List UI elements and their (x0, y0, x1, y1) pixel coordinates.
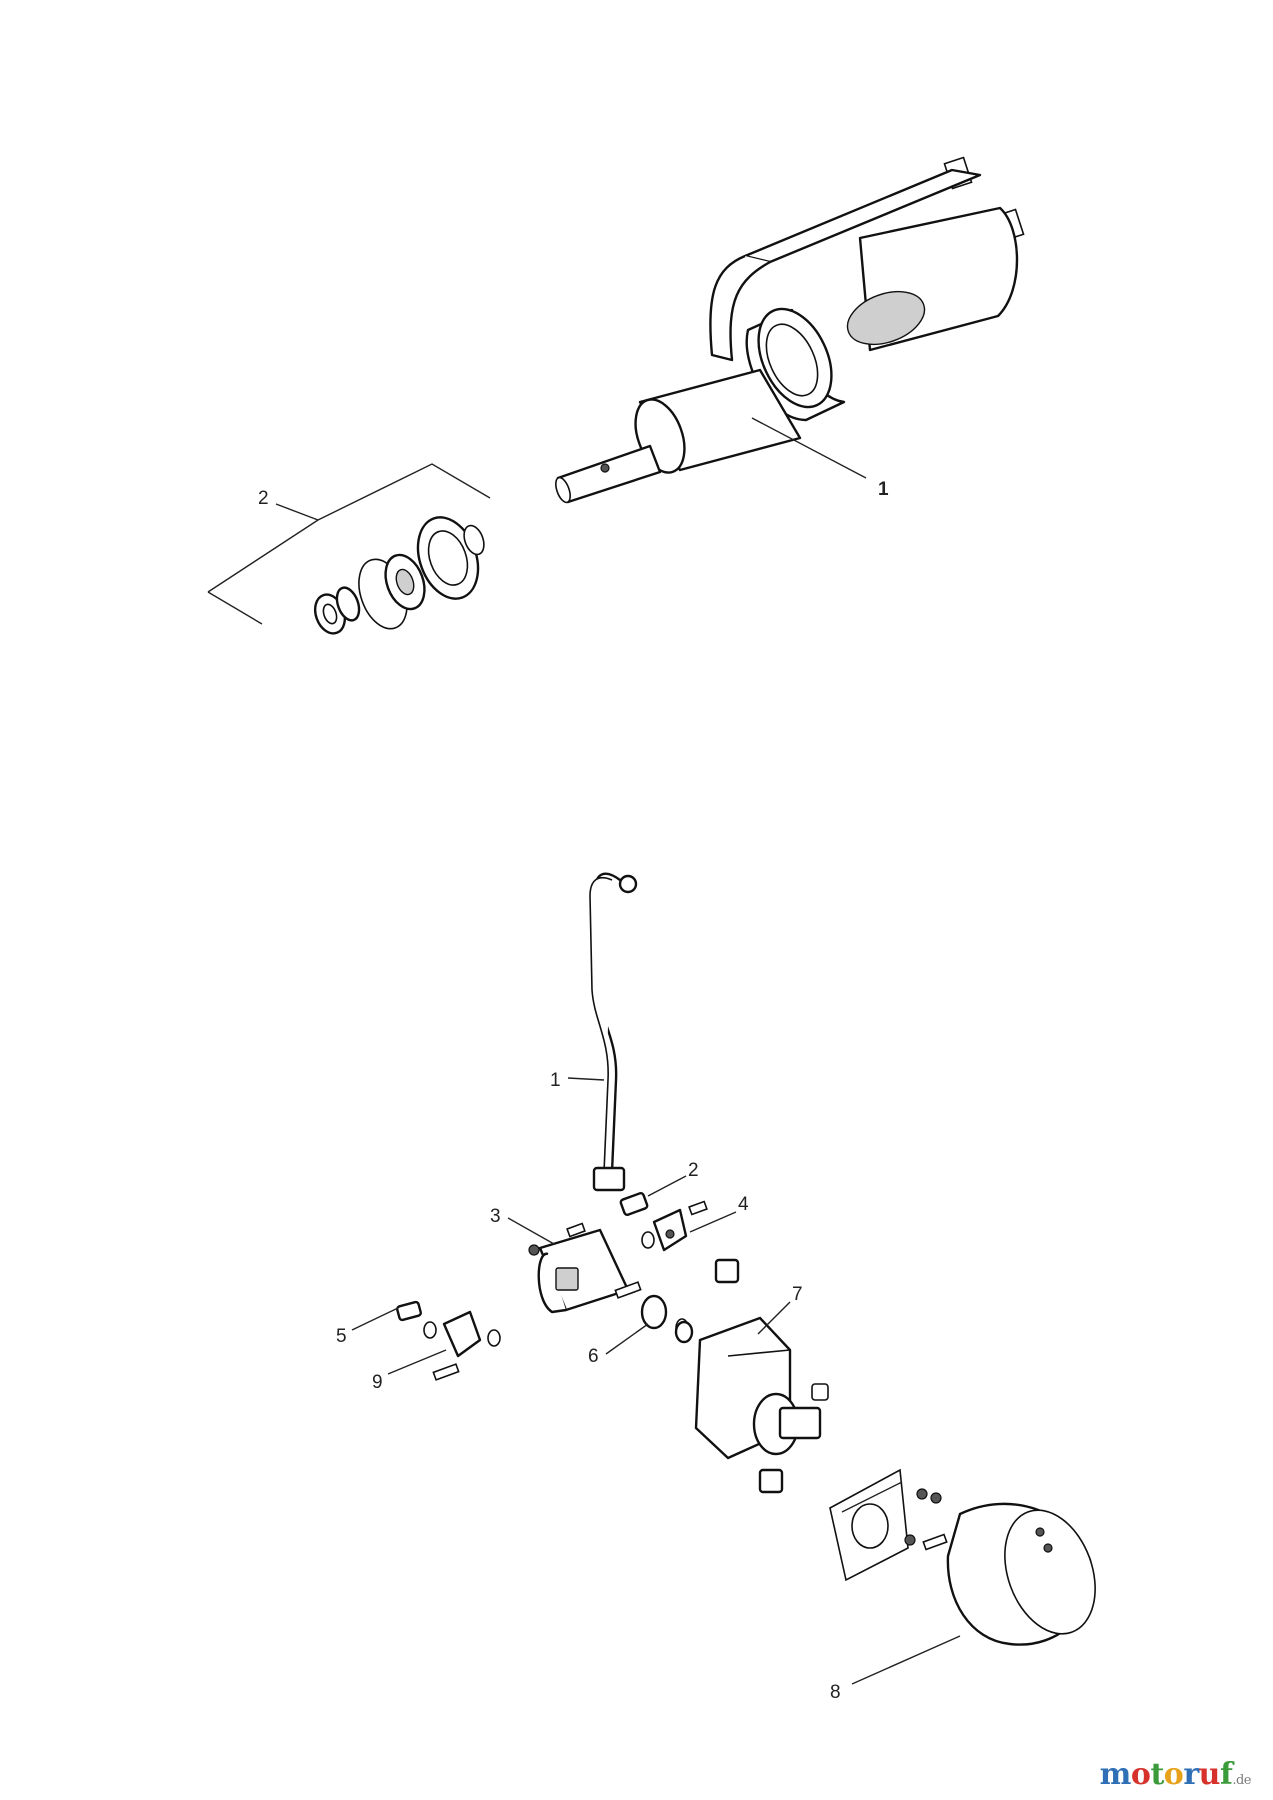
nipple-elbow-drawing (396, 1300, 501, 1381)
logo-suffix: .de (1232, 1773, 1251, 1788)
bracket-drawing (641, 1200, 708, 1252)
seal-kit-drawing (313, 516, 485, 635)
callout-bracket: 4 (738, 1194, 749, 1215)
logo-letter-t: t (1150, 1757, 1164, 1792)
callout-elbow: 9 (372, 1372, 383, 1393)
logo-letter-o: o (1130, 1757, 1151, 1792)
motoruf-logo: motoruf.de (1099, 1757, 1252, 1792)
starter-motor-drawing (555, 156, 1025, 504)
logo-letter-o2: o (1163, 1757, 1184, 1792)
logo-letter-f: f (1219, 1757, 1233, 1792)
callout-pump: 3 (490, 1206, 501, 1227)
callout-nipple: 5 (336, 1326, 347, 1347)
callout-hose: 1 (550, 1070, 561, 1091)
callout-gearbox: 7 (792, 1284, 803, 1305)
fitting-drawing (619, 1192, 649, 1216)
callout-seal-kit: 2 (258, 488, 269, 509)
gearbox-drawing (694, 1258, 829, 1494)
callout-coupling: 6 (588, 1346, 599, 1367)
hose-drawing (589, 872, 638, 1192)
pump-drawing (528, 1222, 642, 1314)
logo-letter-u: u (1198, 1757, 1221, 1792)
callout-fitting: 2 (688, 1160, 699, 1181)
callout-starter: 1 (878, 479, 889, 500)
coupling-drawing (640, 1294, 694, 1344)
bell-housing-drawing (829, 1468, 1096, 1646)
callout-bell-housing: 8 (830, 1682, 841, 1703)
logo-letter-m: m (1099, 1757, 1132, 1792)
logo-letter-r: r (1183, 1757, 1199, 1792)
